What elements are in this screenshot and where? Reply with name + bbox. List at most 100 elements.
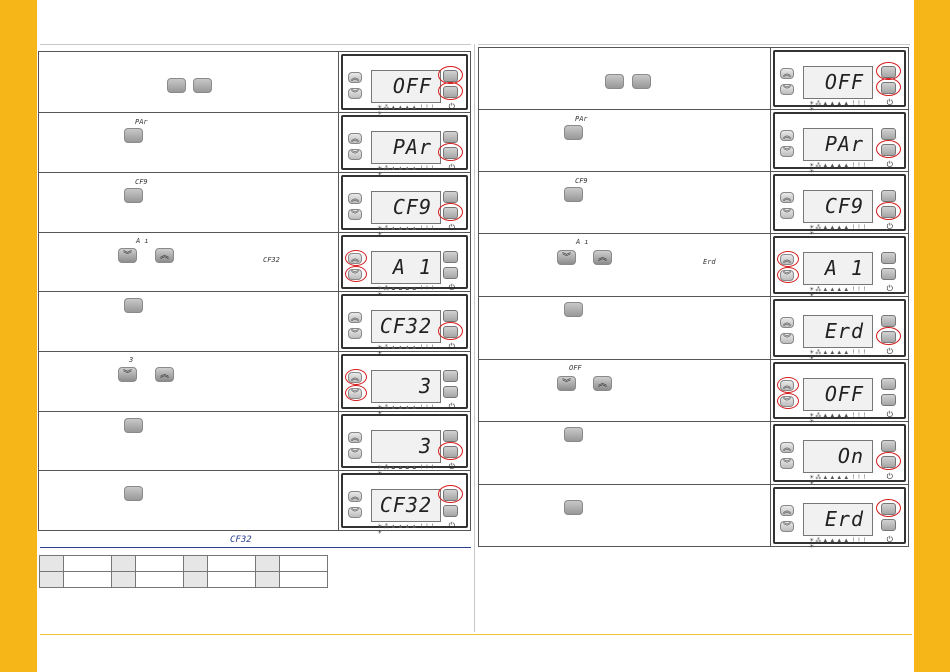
chevron-down-icon: ︾ <box>780 458 794 469</box>
controller-display: ︽ ︾ OFF ☀⁂▲▲▲▲ ! ! ! ☀ ⏻ <box>339 52 470 117</box>
lcd-readout: 3 <box>371 430 441 463</box>
right-step-8: ︽ ︾ Erd ☀⁂▲▲▲▲ ! ! ! ☀ ⏻ <box>479 485 908 550</box>
highlight-ring <box>876 78 901 96</box>
controller-frame: ︽ ︾ On ☀⁂▲▲▲▲ ! ! ! ☀ ⏻ <box>773 424 906 487</box>
highlight-ring <box>438 82 463 100</box>
set-button <box>443 191 458 203</box>
chevron-up-icon: ︽ <box>348 491 362 502</box>
chevron-down-icon: ︾ <box>557 250 576 265</box>
set-button <box>881 190 896 202</box>
lcd-readout: A 1 <box>803 252 873 285</box>
step-instruction: 3 ︾ ︽ <box>39 352 339 411</box>
left-step-2: PAr ︽ ︾ PAr ☀⁂▲▲▲▲ ! ! ! ☀ ⏻ <box>39 113 470 178</box>
chevron-up-icon: ︽ <box>593 376 612 391</box>
left-step-4: A ı ︾ ︽ CF32 ︽ ︾ A 1 ☀⁂▲▲▲▲ ! ! ! ☀ ⏻ <box>39 233 470 298</box>
controller-display: ︽ ︾ OFF ☀⁂▲▲▲▲ ! ! ! ☀ ⏻ <box>771 360 908 425</box>
right-step-2: PAr ︽ ︾ PAr ☀⁂▲▲▲▲ ! ! ! ☀ ⏻ <box>479 110 908 175</box>
power-icon: ⏻ <box>448 163 455 172</box>
chevron-up-icon: ︽ <box>155 367 174 382</box>
controller-display: ︽ ︾ A 1 ☀⁂▲▲▲▲ ! ! ! ☀ ⏻ <box>339 233 470 298</box>
lcd-readout: OFF <box>371 70 441 103</box>
controller-display: ︽ ︾ OFF ☀⁂▲▲▲▲ ! ! ! ☀ ⏻ <box>771 48 908 113</box>
step-instruction <box>39 292 339 351</box>
highlight-ring <box>345 250 367 266</box>
step-code-label: 3 <box>129 356 134 364</box>
right-steps-panel: ︽ ︾ OFF ☀⁂▲▲▲▲ ! ! ! ☀ ⏻ PAr ︽ ︾ PAr ☀⁂▲… <box>478 47 909 550</box>
fnc-button <box>443 386 458 398</box>
highlight-ring <box>345 385 367 401</box>
highlight-ring <box>876 499 901 517</box>
fnc-key-icon <box>564 187 583 202</box>
controller-frame: ︽ ︾ A 1 ☀⁂▲▲▲▲ ! ! ! ☀ ⏻ <box>341 235 468 298</box>
highlight-ring <box>876 202 901 220</box>
chevron-up-icon: ︽ <box>780 130 794 141</box>
chevron-down-icon: ︾ <box>557 376 576 391</box>
fnc-button <box>881 394 896 406</box>
highlight-ring <box>777 393 799 409</box>
set-button <box>443 251 458 263</box>
step-code-label: OFF <box>569 364 582 372</box>
step-code-label: PAr <box>575 115 588 123</box>
controller-frame: ︽ ︾ CF32 ☀⁂▲▲▲▲ ! ! ! ☀ ⏻ <box>341 294 468 357</box>
controller-frame: ︽ ︾ PAr ☀⁂▲▲▲▲ ! ! ! ☀ ⏻ <box>773 112 906 175</box>
right-step-6: OFF ︾ ︽ ︽ ︾ OFF ☀⁂▲▲▲▲ ! ! ! ☀ ⏻ <box>479 360 908 425</box>
controller-display: ︽ ︾ 3 ☀⁂▲▲▲▲ ! ! ! ☀ ⏻ <box>339 352 470 417</box>
step-instruction: OFF ︾ ︽ <box>479 360 771 421</box>
controller-frame: ︽ ︾ OFF ☀⁂▲▲▲▲ ! ! ! ☀ ⏻ <box>773 50 906 113</box>
controller-display: ︽ ︾ CF32 ☀⁂▲▲▲▲ ! ! ! ☀ ⏻ <box>339 292 470 357</box>
highlight-ring <box>438 485 463 503</box>
chevron-up-icon: ︽ <box>780 505 794 516</box>
set-button <box>881 128 896 140</box>
controller-frame: ︽ ︾ A 1 ☀⁂▲▲▲▲ ! ! ! ☀ ⏻ <box>773 236 906 299</box>
controller-display: ︽ ︾ PAr ☀⁂▲▲▲▲ ! ! ! ☀ ⏻ <box>771 110 908 175</box>
power-icon: ⏻ <box>886 472 893 481</box>
fnc-button <box>881 268 896 280</box>
controller-display: ︽ ︾ A 1 ☀⁂▲▲▲▲ ! ! ! ☀ ⏻ <box>771 234 908 299</box>
status-leds: ☀⁂▲▲▲▲ ! ! ! ☀ <box>809 538 867 550</box>
right-column-top-rule <box>478 44 910 45</box>
lcd-readout: CF9 <box>803 190 873 223</box>
highlight-ring <box>438 442 463 460</box>
controller-display: ︽ ︾ 3 ☀⁂▲▲▲▲ ! ! ! ☀ ⏻ <box>339 412 470 477</box>
chevron-down-icon: ︾ <box>780 146 794 157</box>
power-icon: ⏻ <box>448 342 455 351</box>
status-leds: ☀⁂▲▲▲▲ ! ! ! ☀ <box>809 413 867 425</box>
fnc-button <box>443 505 458 517</box>
controller-frame: ︽ ︾ 3 ☀⁂▲▲▲▲ ! ! ! ☀ ⏻ <box>341 354 468 417</box>
highlight-ring <box>345 369 367 385</box>
controller-display: ︽ ︾ Erd ☀⁂▲▲▲▲ ! ! ! ☀ ⏻ <box>771 297 908 362</box>
controller-frame: ︽ ︾ OFF ☀⁂▲▲▲▲ ! ! ! ☀ ⏻ <box>341 54 468 117</box>
status-leds: ☀⁂▲▲▲▲ ! ! ! ☀ <box>809 163 867 175</box>
highlight-ring <box>438 203 463 221</box>
power-icon: ⏻ <box>886 410 893 419</box>
power-icon: ⏻ <box>448 402 455 411</box>
chevron-down-icon: ︾ <box>780 84 794 95</box>
step-target-label: Erd <box>703 258 716 266</box>
status-leds: ☀⁂▲▲▲▲ ! ! ! ☀ <box>809 350 867 362</box>
set-key-icon <box>632 74 651 89</box>
step-code-label: A ı <box>576 238 589 246</box>
status-leds: ☀⁂▲▲▲▲ ! ! ! ☀ <box>377 105 435 117</box>
controller-display: ︽ ︾ CF32 ☀⁂▲▲▲▲ ! ! ! ☀ ⏻ <box>339 471 470 536</box>
lcd-readout: On <box>803 440 873 473</box>
step-code-label: CF9 <box>575 177 588 185</box>
power-icon: ⏻ <box>448 223 455 232</box>
highlight-ring <box>438 322 463 340</box>
step-target-label: CF32 <box>263 256 280 264</box>
fnc-key-icon <box>124 188 143 203</box>
chevron-down-icon: ︾ <box>348 209 362 220</box>
controller-frame: ︽ ︾ CF32 ☀⁂▲▲▲▲ ! ! ! ☀ ⏻ <box>341 473 468 536</box>
power-icon: ⏻ <box>886 160 893 169</box>
right-step-4: A ı ︾ ︽ Erd ︽ ︾ A 1 ☀⁂▲▲▲▲ ! ! ! ☀ ⏻ <box>479 234 908 299</box>
set-button <box>443 310 458 322</box>
highlight-ring <box>777 267 799 283</box>
chevron-down-icon: ︾ <box>118 248 137 263</box>
chevron-up-icon: ︽ <box>155 248 174 263</box>
step-instruction: PAr <box>39 113 339 172</box>
fnc-key-icon <box>124 298 143 313</box>
panel-caption: CF32 <box>230 535 252 545</box>
step-instruction <box>479 485 771 546</box>
power-icon: ⏻ <box>886 222 893 231</box>
status-leds: ☀⁂▲▲▲▲ ! ! ! ☀ <box>809 287 867 299</box>
step-code-label: CF9 <box>135 178 148 186</box>
